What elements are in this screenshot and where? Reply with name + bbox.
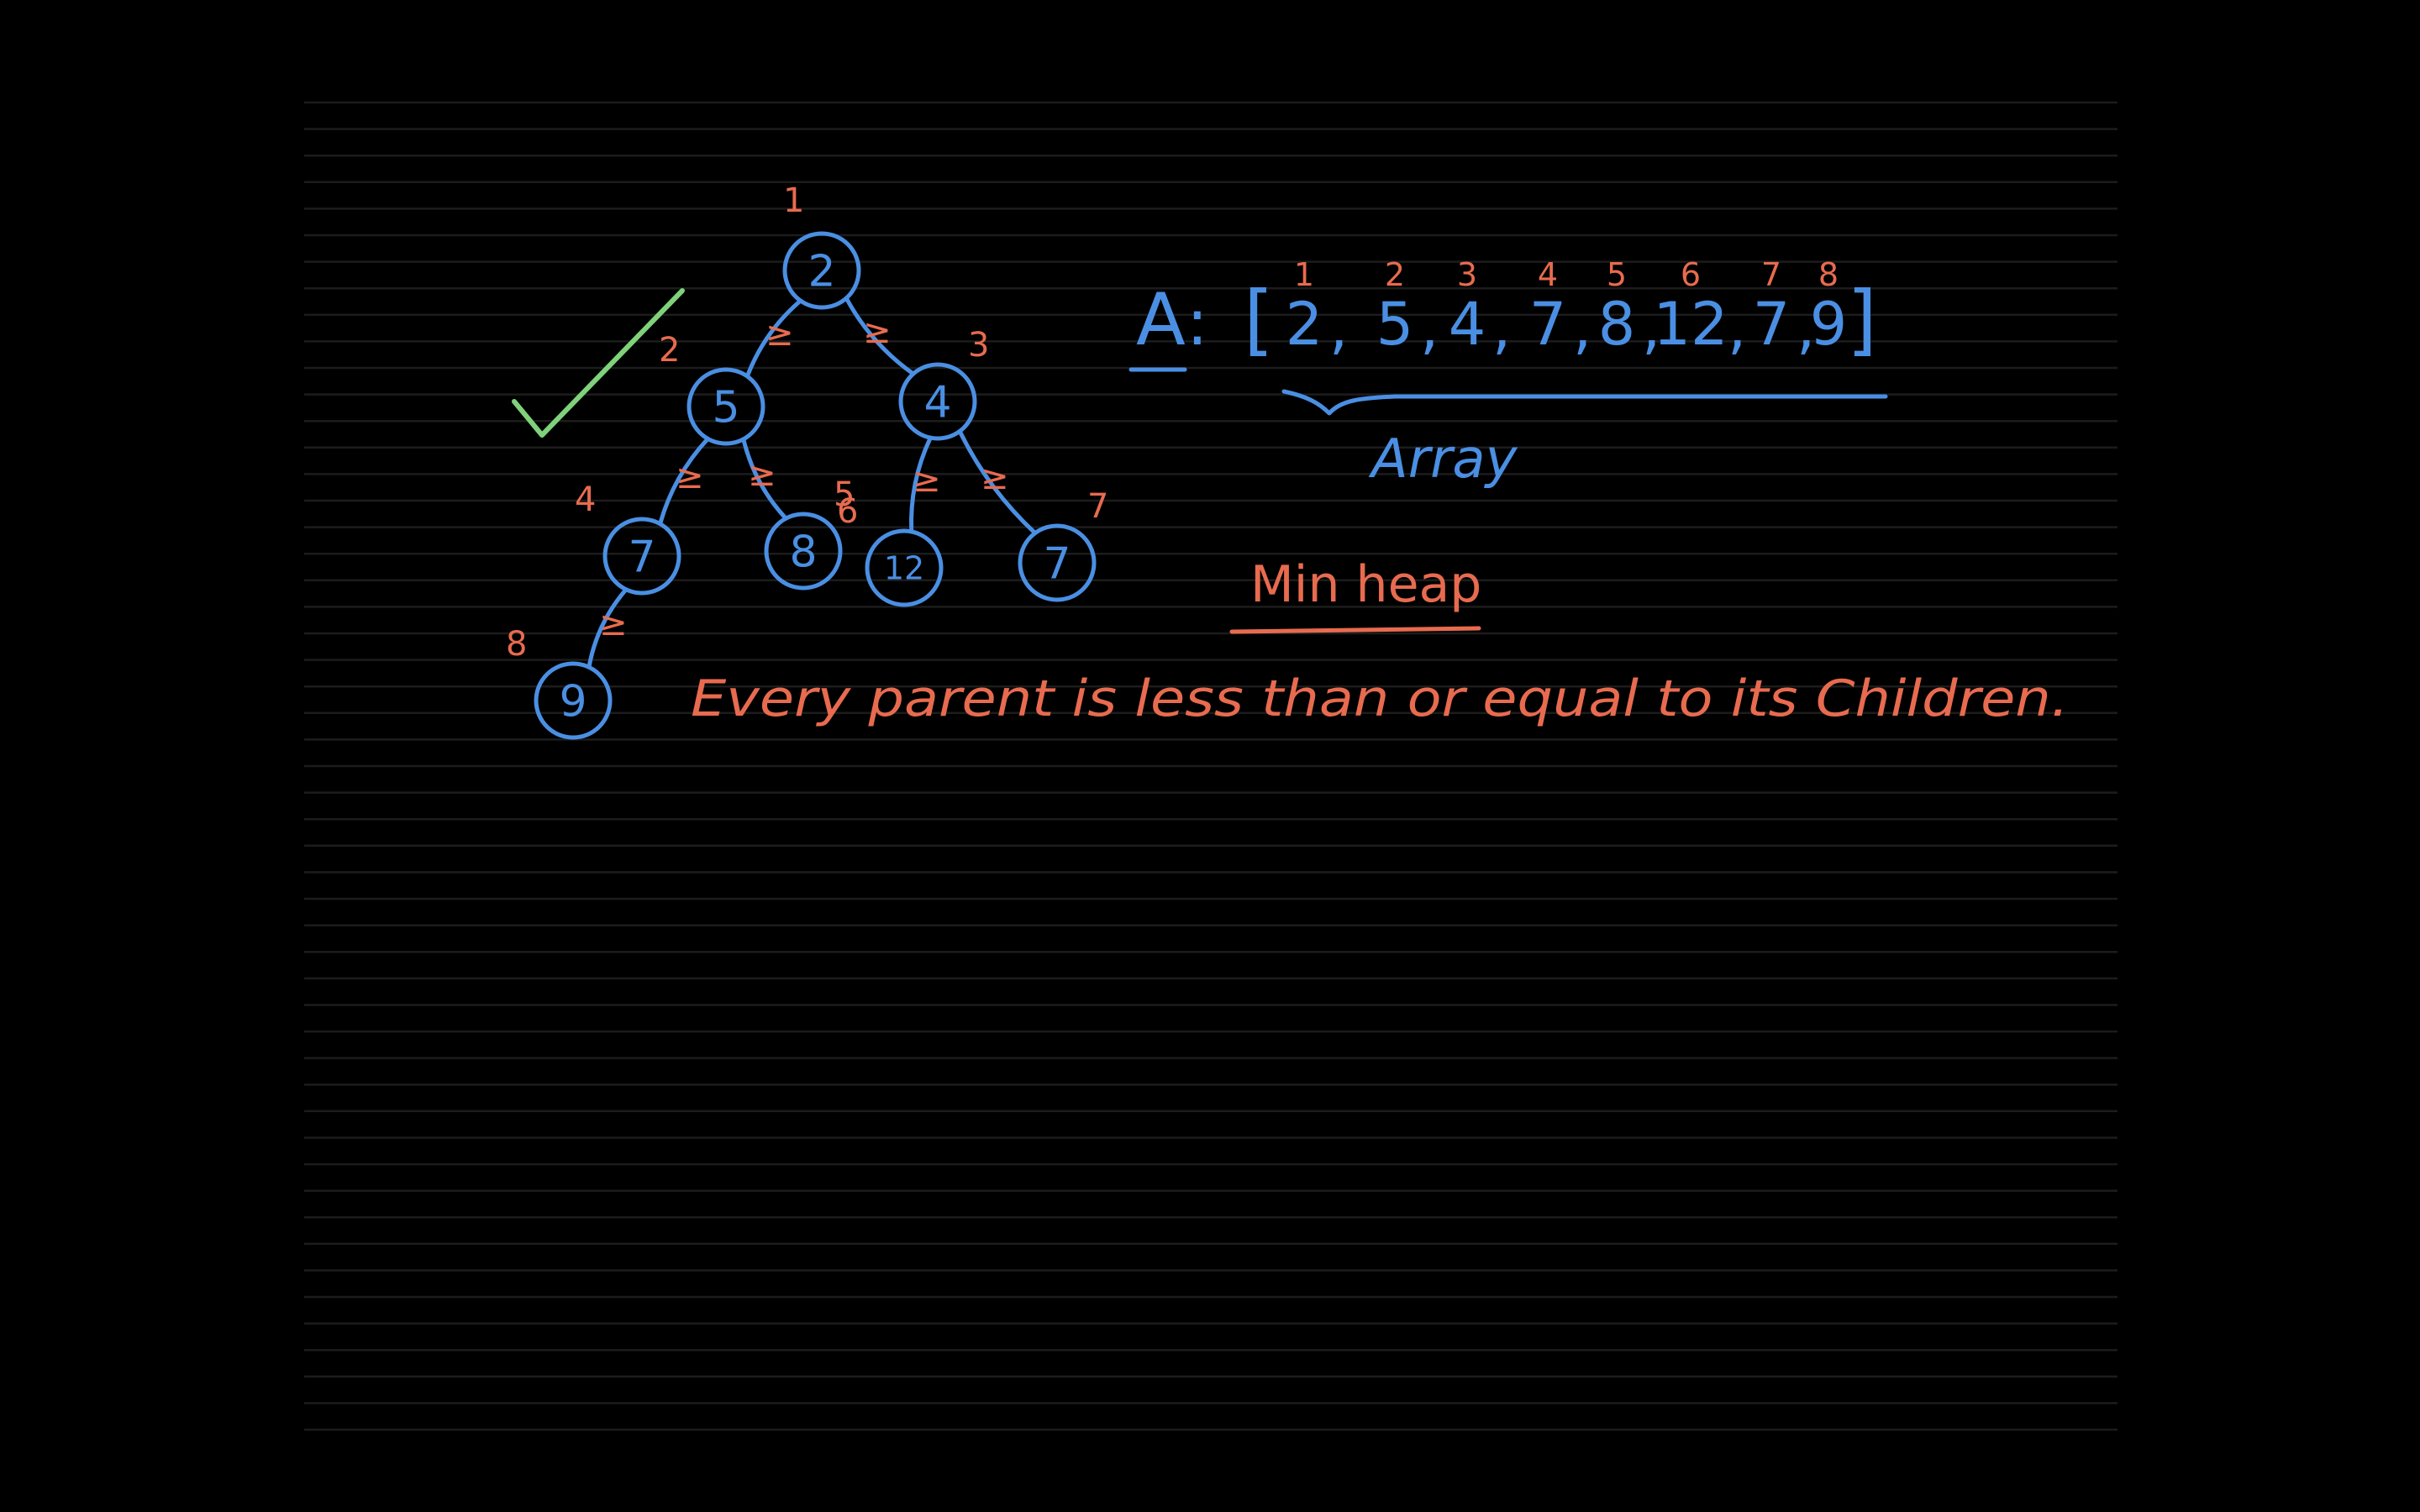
array-value: 9 xyxy=(1810,290,1848,359)
array-name: A xyxy=(1136,278,1186,362)
array-notation: A : [ ] 2,15,24,37,48,512,67,798 Array xyxy=(1128,256,1888,491)
node-index: 7 xyxy=(1087,487,1108,526)
array-index: 8 xyxy=(1818,256,1839,293)
array-label: Array xyxy=(1368,428,1518,491)
ruled-lines xyxy=(304,101,2118,1431)
edge-relation-mark: ≥ xyxy=(599,605,628,643)
checkmark-icon xyxy=(512,288,685,438)
node-circle xyxy=(898,362,977,441)
heap-node: 21 xyxy=(782,181,861,310)
node-index: 5 xyxy=(834,475,855,514)
array-index: 4 xyxy=(1538,256,1558,293)
array-index: 2 xyxy=(1385,256,1405,293)
node-index: 6 xyxy=(837,492,858,531)
heap-node: 98 xyxy=(506,625,613,740)
node-circle xyxy=(782,231,861,310)
node-circle xyxy=(1018,523,1097,602)
tree-edge xyxy=(587,587,629,669)
array-comma: , xyxy=(1573,293,1591,362)
edge-relation-marks: ≥ ≥ ≥ ≥ ≥ ≥ ≥ xyxy=(599,312,1009,643)
array-index: 3 xyxy=(1457,256,1477,293)
node-value: 5 xyxy=(712,383,739,433)
node-index: 2 xyxy=(659,331,680,370)
node-circle xyxy=(534,661,613,740)
array-brace xyxy=(1281,389,1888,416)
tree-edge xyxy=(741,437,788,521)
edge-relation-mark: ≥ xyxy=(913,461,941,500)
node-index: 4 xyxy=(575,480,596,519)
array-value: 2 xyxy=(1286,290,1323,359)
array-index: 5 xyxy=(1607,256,1627,293)
array-cells: 2,15,24,37,48,512,67,798 xyxy=(1286,256,1848,362)
array-index: 6 xyxy=(1681,256,1701,293)
tree-edge xyxy=(957,428,1038,536)
array-value: 7 xyxy=(1529,290,1567,359)
tree-edge xyxy=(908,435,933,534)
array-index: 1 xyxy=(1294,256,1314,293)
tree-edge xyxy=(844,296,916,376)
array-comma: , xyxy=(1642,293,1660,362)
array-separator: : xyxy=(1186,285,1208,360)
array-comma: , xyxy=(1329,293,1348,362)
node-index: 8 xyxy=(506,625,527,664)
edge-relation-mark: ≥ xyxy=(981,459,1009,497)
array-comma: , xyxy=(1728,293,1746,362)
array-comma: , xyxy=(1492,293,1511,362)
heap-node: 43 xyxy=(898,326,989,441)
heading-underline xyxy=(1229,626,1481,634)
edge-relation-mark: ≥ xyxy=(748,455,776,494)
tree-edges xyxy=(587,296,1038,669)
node-value: 7 xyxy=(628,533,655,583)
array-value: 7 xyxy=(1753,290,1791,359)
node-circle xyxy=(687,367,765,446)
array-open-bracket: [ xyxy=(1244,275,1274,365)
array-index: 7 xyxy=(1761,256,1781,293)
node-circle xyxy=(764,512,843,591)
min-heap-heading: Min heap xyxy=(1250,555,1481,614)
node-value: 2 xyxy=(808,247,835,297)
node-value: 4 xyxy=(923,378,951,428)
heap-property-statement: Every parent is less than or equal to it… xyxy=(691,669,2069,728)
node-index: 3 xyxy=(968,326,989,365)
heap-node: 52 xyxy=(659,331,765,446)
array-value: 5 xyxy=(1376,290,1414,359)
edge-relation-mark: ≥ xyxy=(863,312,892,351)
node-index: 1 xyxy=(783,181,804,220)
heap-node: 12 6 xyxy=(837,492,944,607)
edge-relation-mark: ≥ xyxy=(765,315,794,354)
node-value: 12 xyxy=(884,550,924,587)
heap-node: 74 xyxy=(575,480,681,596)
node-value: 9 xyxy=(559,677,587,727)
heap-node: 77 xyxy=(1018,487,1108,602)
heap-node: 85 xyxy=(764,475,855,591)
array-close-bracket: ] xyxy=(1847,275,1877,365)
tree-edge xyxy=(658,436,710,527)
node-circle xyxy=(602,517,681,596)
array-value: 8 xyxy=(1598,290,1636,359)
node-circle xyxy=(865,528,944,607)
array-comma: , xyxy=(1420,293,1439,362)
node-value: 7 xyxy=(1043,539,1071,590)
node-value: 8 xyxy=(789,528,817,578)
edge-relation-mark: ≥ xyxy=(676,458,704,496)
array-value: 12 xyxy=(1653,290,1728,359)
tree-edge xyxy=(744,298,803,379)
array-value: 4 xyxy=(1449,290,1486,359)
array-comma: , xyxy=(1797,293,1815,362)
